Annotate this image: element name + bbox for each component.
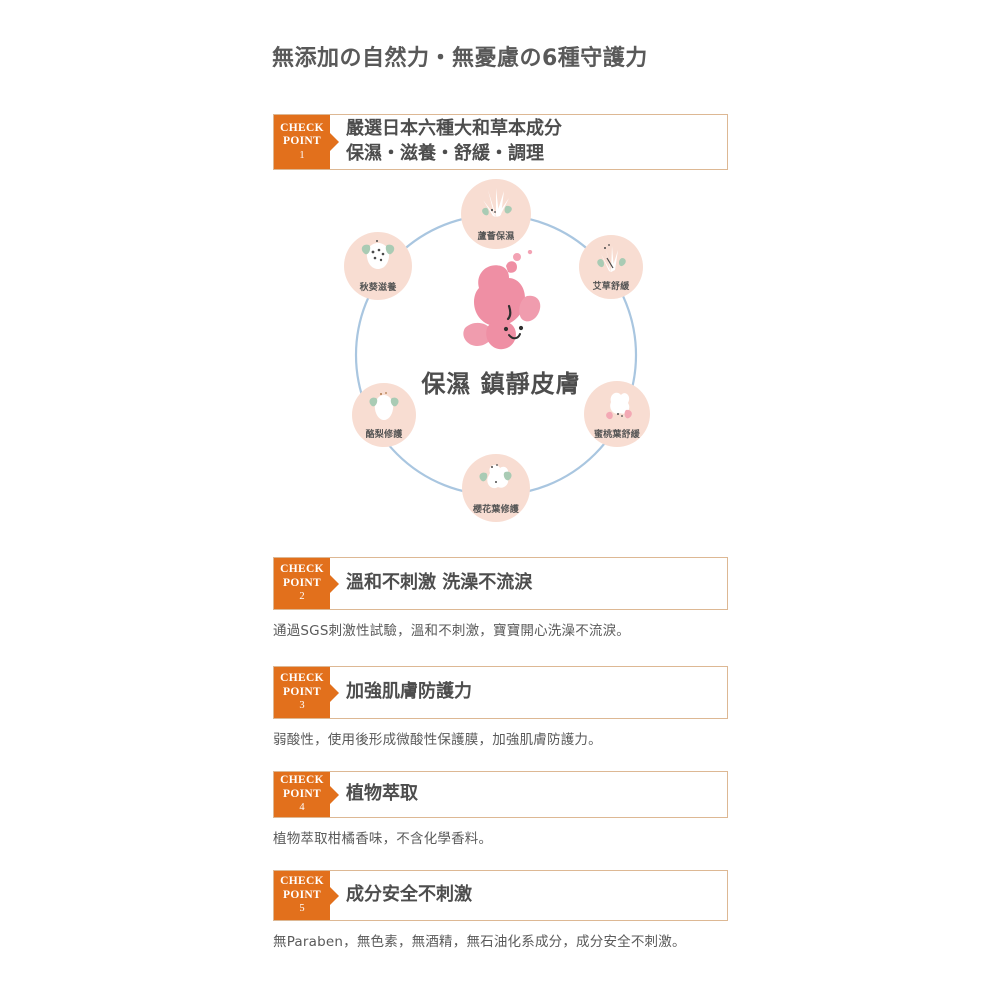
checkpoint-box-3[interactable]: CHECK POINT 3 加強肌膚防護力 <box>273 666 728 719</box>
herb-node-mugwort[interactable]: 艾草舒緩 <box>579 235 643 299</box>
herb-node-label: 櫻花葉修護 <box>472 505 519 515</box>
check-label: CHECK <box>280 672 324 685</box>
checkpoint-headline-4: 植物萃取 <box>330 772 727 817</box>
checkpoint-number: 2 <box>299 591 305 603</box>
checkpoint-headline-1: 嚴選日本六種大和草本成分 保濕・滋養・舒緩・調理 <box>330 115 727 169</box>
herb-node-label: 艾草舒緩 <box>592 282 630 292</box>
point-label: POINT <box>283 576 321 589</box>
checkpoint-description-5: 無Paraben，無色素，無酒精，無石油化系成分，成分安全不刺激。 <box>273 934 686 950</box>
herb-node-aloe[interactable]: 蘆薈保濕 <box>461 179 531 249</box>
peach-leaf-icon <box>606 392 632 420</box>
checkpoint-number: 5 <box>299 903 305 915</box>
tag-arrow-icon <box>330 683 339 702</box>
checkpoint-box-5[interactable]: CHECK POINT 5 成分安全不刺激 <box>273 870 728 921</box>
point-label: POINT <box>283 135 321 148</box>
checkpoint-number: 1 <box>299 149 305 161</box>
checkpoint-headline-2: 溫和不刺激 洗澡不流淚 <box>330 558 727 609</box>
point-label: POINT <box>283 685 321 698</box>
checkpoint-box-1[interactable]: CHECK POINT 1 嚴選日本六種大和草本成分 保濕・滋養・舒緩・調理 <box>273 114 728 170</box>
check-label: CHECK <box>280 774 324 787</box>
sakura-leaf-icon <box>479 464 512 489</box>
point-label: POINT <box>283 787 321 800</box>
page-title: 無添加の自然力・無憂慮の6種守護力 <box>272 46 648 71</box>
check-label: CHECK <box>280 121 324 134</box>
herb-node-peach-leaf[interactable]: 蜜桃葉舒緩 <box>584 381 650 447</box>
diagram-center-text: 保濕 鎮靜皮膚 <box>421 370 581 398</box>
headline-line-2: 保濕・滋養・舒緩・調理 <box>346 143 544 164</box>
tag-arrow-icon <box>330 886 339 905</box>
herb-node-label: 蘆薈保濕 <box>477 232 515 242</box>
tag-arrow-icon <box>330 574 339 593</box>
checkpoint-description-2: 通過SGS刺激性試驗，溫和不刺激，寶寶開心洗澡不流淚。 <box>273 623 630 639</box>
checkpoint-block-5: CHECK POINT 5 成分安全不刺激 無Paraben，無色素，無酒精，無… <box>273 870 728 952</box>
avocado-icon <box>369 392 399 420</box>
checkpoint-block-4: CHECK POINT 4 植物萃取 植物萃取柑橘香味，不含化學香料。 <box>273 771 728 849</box>
herb-node-label: 秋葵滋養 <box>359 283 397 293</box>
checkpoint-headline-5: 成分安全不刺激 <box>330 871 727 920</box>
checkpoint-tag-1: CHECK POINT 1 <box>274 115 330 169</box>
peach-mascot-icon <box>463 250 541 350</box>
headline-line-1: 植物萃取 <box>346 783 418 805</box>
headline-line-1: 加強肌膚防護力 <box>346 681 472 703</box>
okra-icon <box>361 240 395 269</box>
checkpoint-tag-3: CHECK POINT 3 <box>274 667 330 718</box>
checkpoint-block-3: CHECK POINT 3 加強肌膚防護力 弱酸性，使用後形成微酸性保護膜，加強… <box>273 666 728 750</box>
check-label: CHECK <box>280 875 324 888</box>
herb-circle-diagram: 保濕 鎮靜皮膚 蘆薈保濕 <box>316 178 686 533</box>
herb-node-label: 酪梨修護 <box>365 430 403 440</box>
checkpoint-block-2: CHECK POINT 2 溫和不刺激 洗澡不流淚 通過SGS刺激性試驗，溫和不… <box>273 557 728 641</box>
checkpoint-description-4: 植物萃取柑橘香味，不含化學香料。 <box>273 831 493 847</box>
herb-node-avocado[interactable]: 酪梨修護 <box>352 383 416 447</box>
checkpoint-tag-2: CHECK POINT 2 <box>274 558 330 609</box>
check-label: CHECK <box>280 563 324 576</box>
checkpoint-block-1: CHECK POINT 1 嚴選日本六種大和草本成分 保濕・滋養・舒緩・調理 <box>273 114 728 170</box>
herb-node-sakura-leaf[interactable]: 櫻花葉修護 <box>462 454 530 522</box>
tag-arrow-icon <box>330 785 339 804</box>
headline-line-1: 溫和不刺激 洗澡不流淚 <box>346 572 533 594</box>
checkpoint-headline-3: 加強肌膚防護力 <box>330 667 727 718</box>
checkpoint-tag-5: CHECK POINT 5 <box>274 871 330 920</box>
checkpoint-number: 4 <box>299 802 305 814</box>
tag-arrow-icon <box>330 133 339 151</box>
headline-line-1: 嚴選日本六種大和草本成分 <box>346 118 562 140</box>
checkpoint-description-3: 弱酸性，使用後形成微酸性保護膜，加強肌膚防護力。 <box>273 732 602 748</box>
checkpoint-tag-4: CHECK POINT 4 <box>274 772 330 817</box>
herb-node-label: 蜜桃葉舒緩 <box>593 430 640 440</box>
herb-node-okra[interactable]: 秋葵滋養 <box>344 232 412 300</box>
aloe-icon <box>482 188 512 217</box>
mugwort-icon <box>597 244 626 272</box>
checkpoint-box-4[interactable]: CHECK POINT 4 植物萃取 <box>273 771 728 818</box>
checkpoint-number: 3 <box>299 700 305 712</box>
headline-line-1: 成分安全不刺激 <box>346 884 472 906</box>
checkpoint-box-2[interactable]: CHECK POINT 2 溫和不刺激 洗澡不流淚 <box>273 557 728 610</box>
point-label: POINT <box>283 888 321 901</box>
